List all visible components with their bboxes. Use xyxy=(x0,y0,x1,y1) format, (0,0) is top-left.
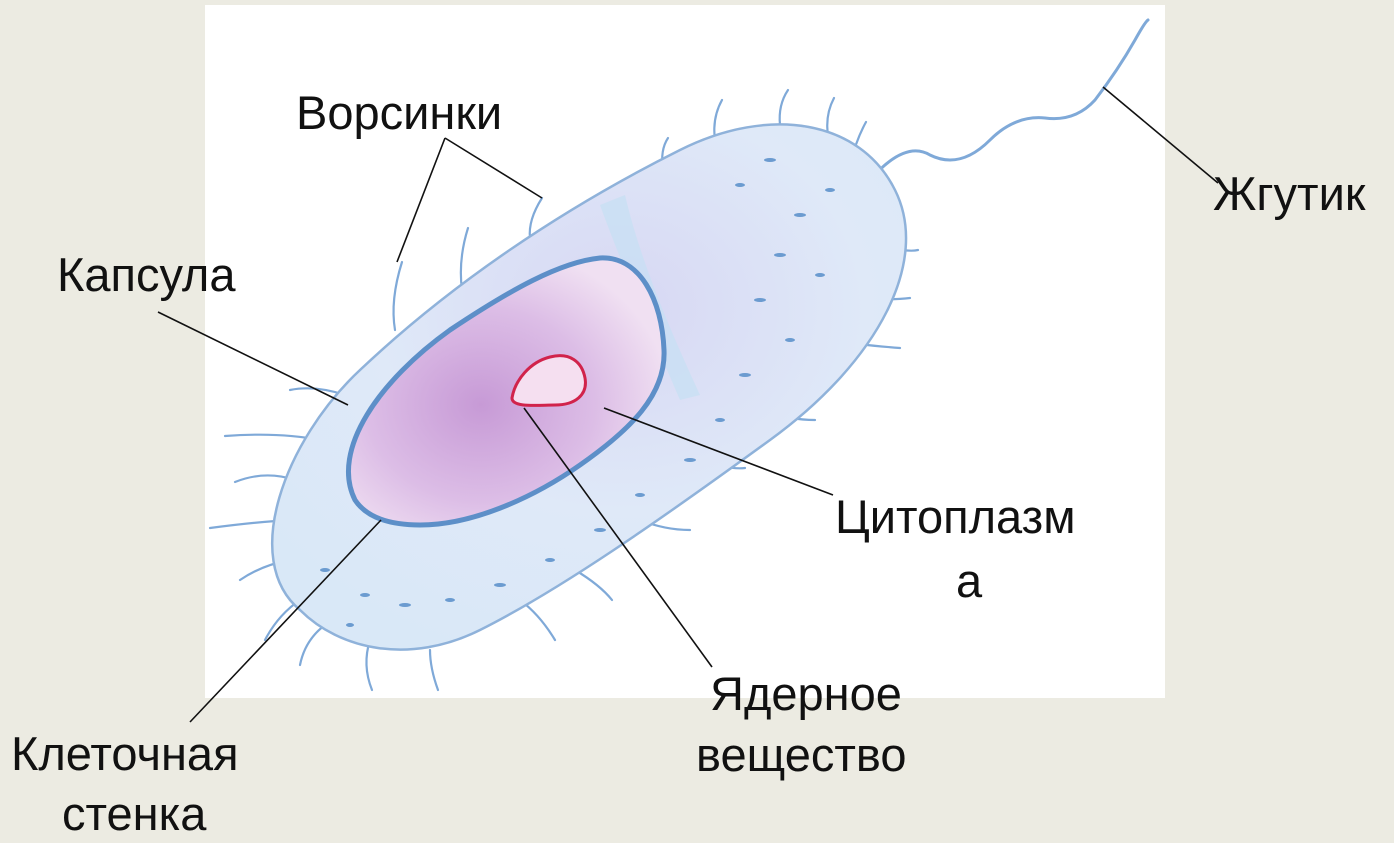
label-villi: Ворсинки xyxy=(296,84,502,142)
label-cellwall-line2: стенка xyxy=(62,785,206,843)
label-nuclear-line1: Ядерное xyxy=(710,665,902,723)
label-cytoplasm-line1: Цитоплазм xyxy=(835,488,1076,546)
label-cellwall-line1: Клеточная xyxy=(11,725,239,783)
label-cytoplasm-line2: а xyxy=(956,552,982,610)
label-nuclear-line2: вещество xyxy=(696,726,906,784)
label-capsule: Капсула xyxy=(57,246,236,304)
label-flagellum: Жгутик xyxy=(1213,165,1365,223)
